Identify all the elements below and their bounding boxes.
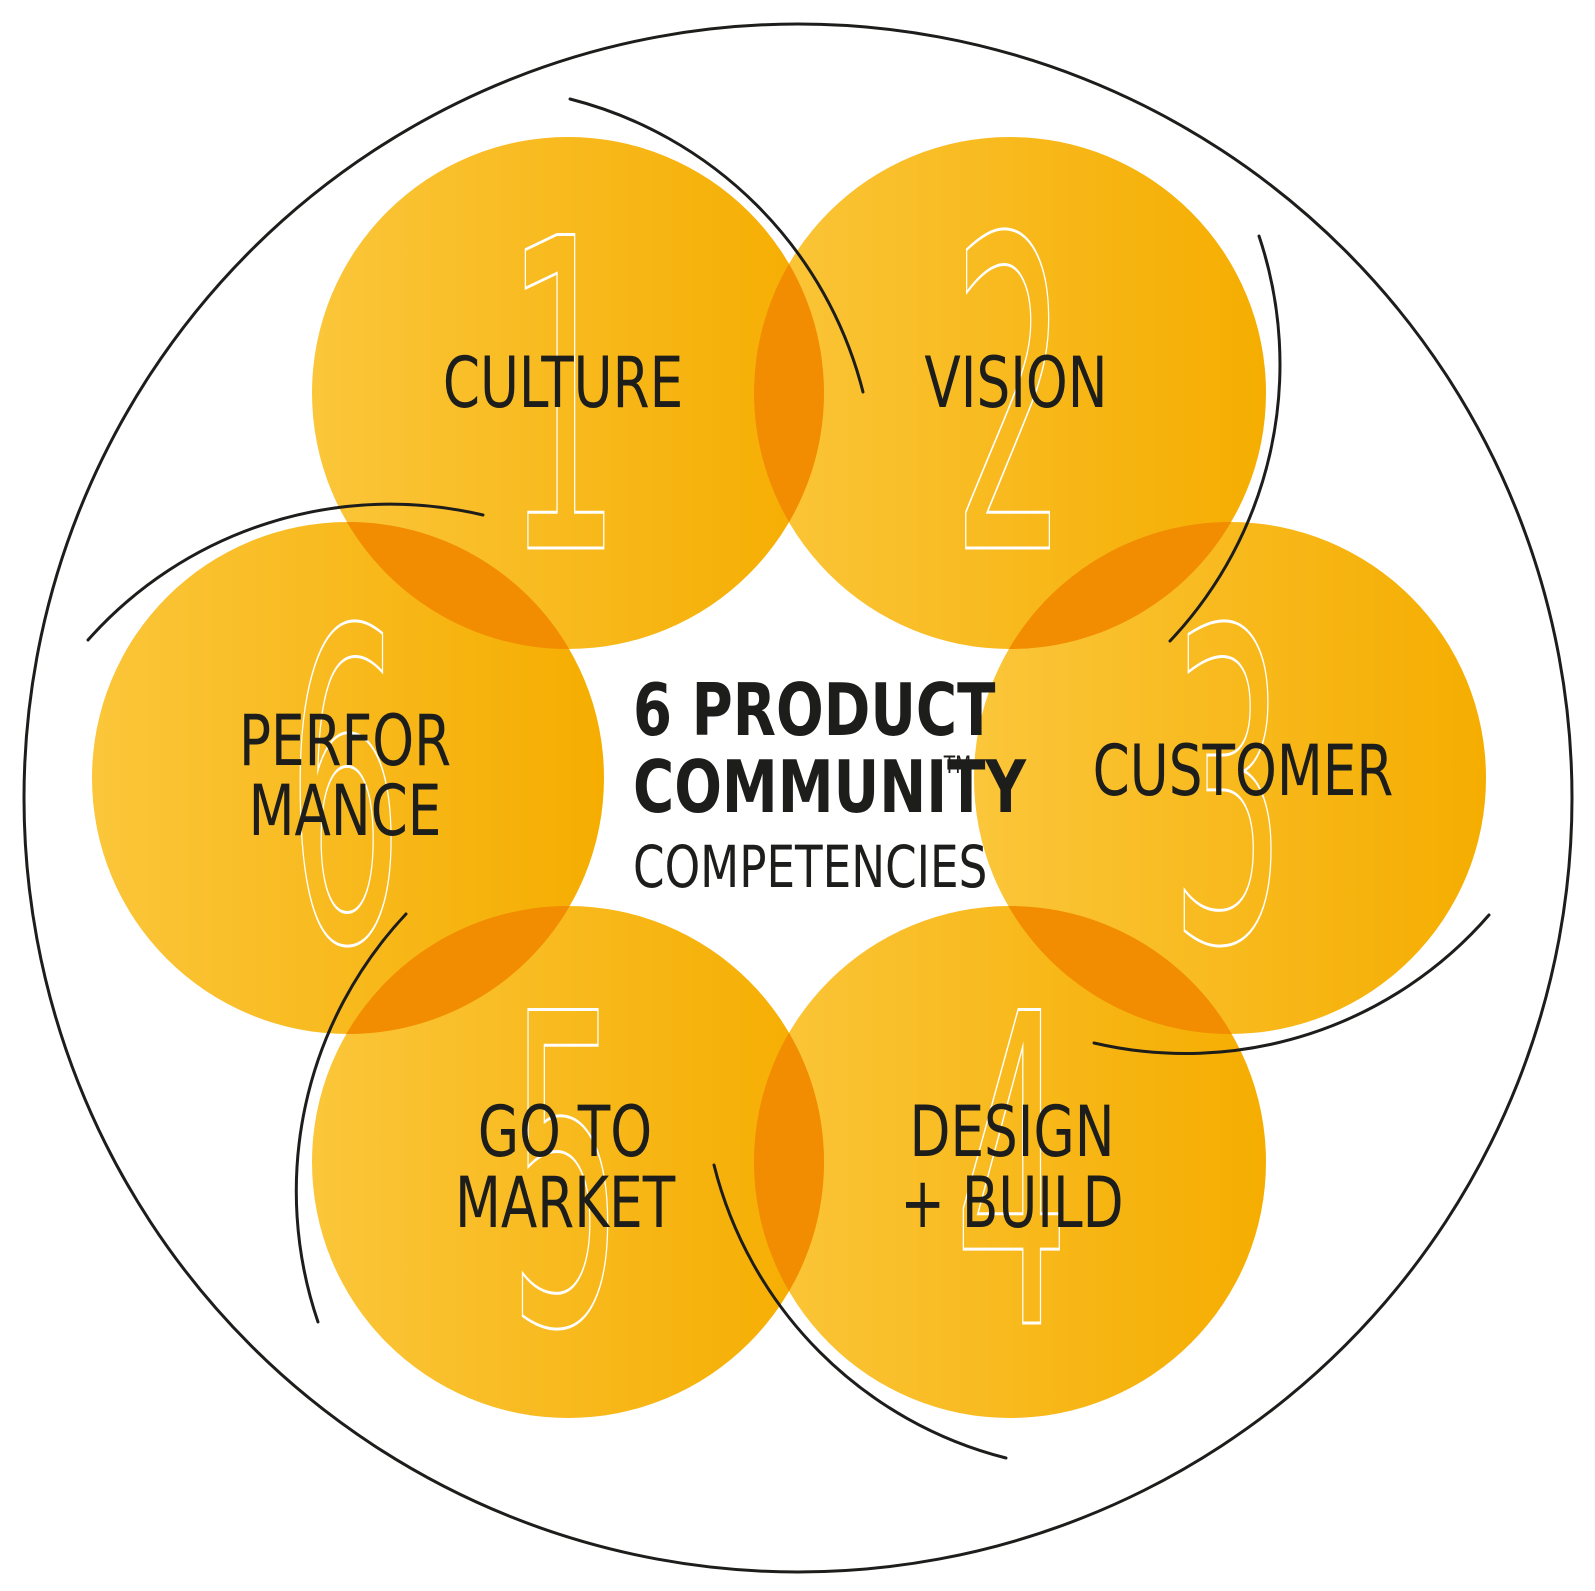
- label-perf-line1: PERFOR: [239, 700, 451, 782]
- center-title: 6 PRODUCT COMMUNITY TM COMPETENCIES: [633, 669, 1027, 901]
- label-gtm-line2: MARKET: [455, 1162, 676, 1244]
- labels: CULTURE VISION CUSTOMER DESIGN + BUILD G…: [239, 342, 1393, 1244]
- overlap-4-5: [754, 1032, 824, 1292]
- label-design-line1: DESIGN: [909, 1091, 1114, 1173]
- number-4: 4: [955, 924, 1070, 1425]
- overlap-3-4: [1008, 906, 1232, 1034]
- center-line1: 6 PRODUCT: [633, 669, 995, 753]
- swirl-arcs: [86, 97, 1491, 1460]
- arc-6: [86, 502, 485, 642]
- arc-4: [712, 1163, 1008, 1460]
- outer-ring: [22, 22, 1574, 1574]
- label-customer: CUSTOMER: [1093, 730, 1394, 812]
- center-line3: COMPETENCIES: [633, 835, 987, 902]
- number-5: 5: [509, 924, 624, 1425]
- label-vision: VISION: [924, 342, 1107, 424]
- overlap-regions: [346, 263, 1232, 1292]
- petal-circle-4: [754, 906, 1266, 1418]
- overlap-2-3: [1008, 522, 1232, 649]
- center-line2: COMMUNITY: [633, 746, 1027, 830]
- overlap-1-2: [754, 263, 824, 523]
- number-6: 6: [288, 541, 403, 1042]
- petal-circle-6: [92, 522, 604, 1034]
- overlap-5-6: [346, 906, 570, 1034]
- number-1: 1: [506, 149, 621, 650]
- label-culture: CULTURE: [443, 342, 683, 424]
- overlap-6-1: [346, 522, 570, 649]
- petal-circle-2: [754, 137, 1266, 649]
- number-2: 2: [953, 149, 1068, 650]
- numbers: 1 2 3 4 5 6: [287, 148, 1287, 1426]
- number-3: 3: [1171, 541, 1286, 1042]
- label-design-line2: + BUILD: [900, 1162, 1123, 1244]
- arc-5: [294, 912, 408, 1324]
- trademark: TM: [943, 752, 971, 780]
- petal-circle-1: [312, 137, 824, 649]
- petal-circle-3: [974, 522, 1486, 1034]
- label-perf-line2: MANCE: [249, 770, 442, 852]
- arc-3: [1092, 913, 1491, 1055]
- petal-circle-5: [312, 906, 824, 1418]
- arc-1: [568, 97, 865, 394]
- petal-circles: [92, 137, 1486, 1418]
- arc-2: [1168, 234, 1282, 643]
- label-gtm-line1: GO TO: [478, 1091, 652, 1173]
